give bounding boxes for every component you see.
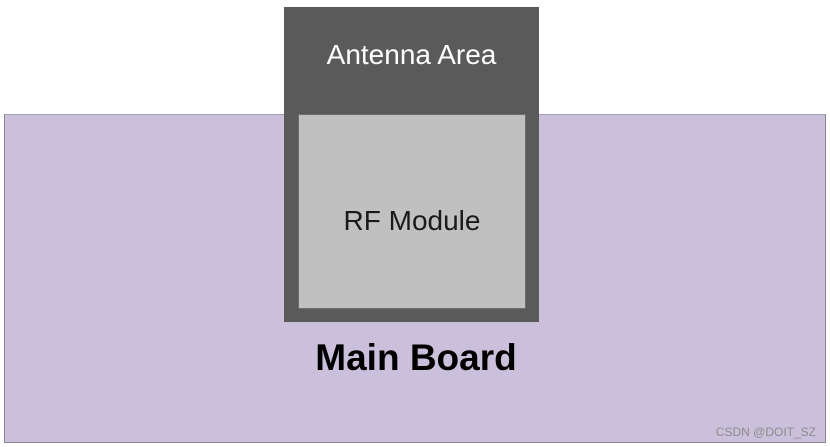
rf-module-box: RF Module (298, 114, 526, 309)
antenna-area-label: Antenna Area (326, 39, 497, 70)
watermark: CSDN @DOIT_SZ (715, 425, 816, 439)
rf-module-label: RF Module (343, 205, 481, 236)
module-frame: Antenna Area RF Module (284, 7, 539, 322)
main-board-label: Main Board (315, 337, 517, 378)
